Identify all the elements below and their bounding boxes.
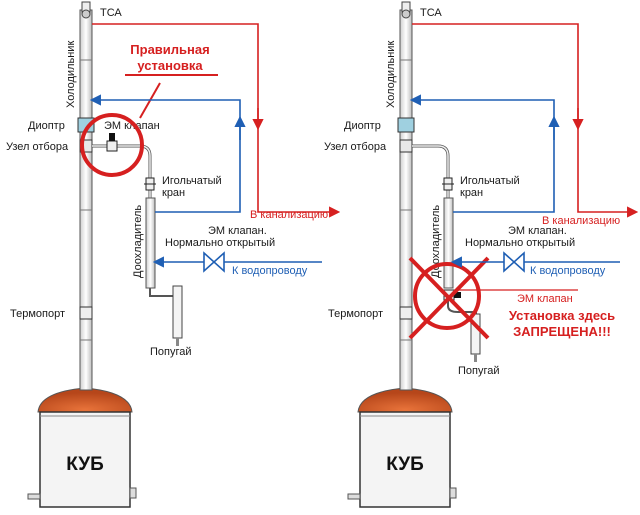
- needle-valve-icon: [442, 177, 454, 191]
- takeoff-label-left: Узел отбора: [6, 141, 69, 153]
- tsa-label-right: ТСА: [420, 7, 442, 19]
- right-panel: КУБ ТСА Холодильник Диоптр Узел отбора И…: [324, 1, 639, 508]
- water-label-left: К водопроводу: [232, 265, 308, 277]
- aftercooler-label-right: Доохладитель: [430, 205, 442, 278]
- cube-label-left: КУБ: [66, 454, 104, 475]
- drain-label-left: В канализацию: [250, 209, 328, 221]
- cube-label-right: КУБ: [386, 454, 424, 475]
- gate-valve-icon: [203, 251, 225, 273]
- diopter-icon: [397, 117, 415, 133]
- water-label-right: К водопроводу: [530, 265, 606, 277]
- tsa-sensor-icon: [401, 1, 411, 19]
- condenser-label-right: Холодильник: [385, 41, 397, 108]
- prohibited-icon: [408, 256, 490, 340]
- diopter-label-left: Диоптр: [28, 120, 65, 132]
- cooling-line-left: [89, 94, 241, 213]
- em-nc-label-left-1: ЭМ клапан.: [208, 225, 267, 237]
- needle-label-left-1: Игольчатый: [162, 175, 222, 187]
- column-right: [399, 9, 413, 391]
- tsa-sensor-icon: [81, 1, 91, 19]
- column-left: [79, 9, 93, 391]
- em-nc-label-left-2: Нормально открытый: [165, 237, 275, 249]
- condenser-label-left: Холодильник: [65, 41, 77, 108]
- thermoport-label-right: Термопорт: [328, 308, 383, 320]
- cube-right: [347, 387, 457, 508]
- aftercooler-left: [145, 197, 156, 289]
- cube-left: [27, 387, 137, 508]
- thermoport-label-left: Термопорт: [10, 308, 65, 320]
- em-nc-label-right-1: ЭМ клапан.: [508, 225, 567, 237]
- forbidden-label-line1: Установка здесь: [509, 308, 615, 323]
- correct-label-line2: установка: [137, 58, 203, 73]
- left-panel: КУБ ТСА Холодильник Диоптр Узел отбора Э…: [6, 1, 341, 508]
- cooling-line-right: [409, 94, 555, 213]
- gate-valve-icon: [503, 251, 525, 273]
- forbidden-label-line2: ЗАПРЕЩЕНА!!!: [513, 324, 611, 339]
- em-valve-icon: [106, 133, 118, 152]
- aftercooler-right: [443, 197, 454, 289]
- aftercooler-label-left: Доохладитель: [132, 205, 144, 278]
- em-valve-label-right: ЭМ клапан: [517, 293, 573, 305]
- parrot-left: [172, 285, 183, 339]
- takeoff-node-right: [399, 139, 413, 153]
- diopter-label-right: Диоптр: [344, 120, 381, 132]
- takeoff-label-right: Узел отбора: [324, 141, 387, 153]
- thermoport-right: [399, 306, 413, 320]
- em-valve-label-left: ЭМ клапан: [104, 120, 160, 132]
- thermoport-left: [79, 306, 93, 320]
- correct-label-line1: Правильная: [130, 42, 209, 57]
- parrot-label-right: Попугай: [458, 365, 500, 377]
- needle-label-left-2: кран: [162, 187, 185, 199]
- needle-label-right-2: кран: [460, 187, 483, 199]
- parrot-label-left: Попугай: [150, 346, 192, 358]
- needle-label-right-1: Игольчатый: [460, 175, 520, 187]
- correct-mark-icon: [80, 113, 144, 177]
- em-nc-label-right-2: Нормально открытый: [465, 237, 575, 249]
- tsa-label-left: ТСА: [100, 7, 122, 19]
- drain-label-right: В канализацию: [542, 215, 620, 227]
- needle-valve-icon: [144, 177, 156, 191]
